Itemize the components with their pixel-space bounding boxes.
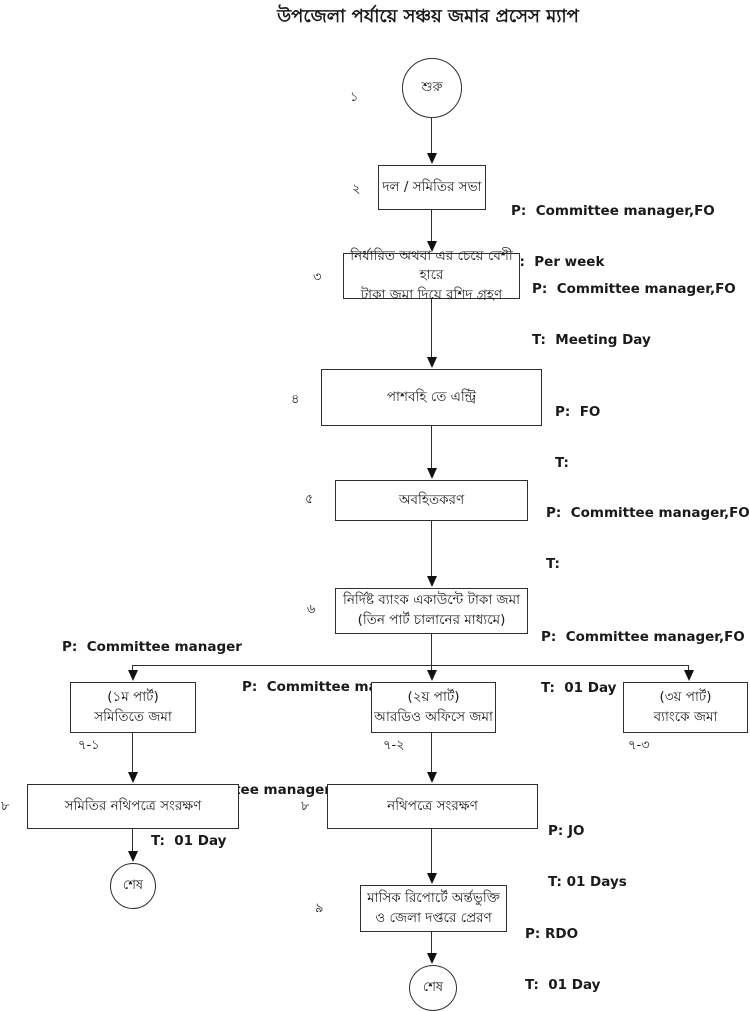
branch-middle-drop-line [431,665,433,673]
archive-office-label: নথিপত্রে সংরক্ষণ [387,797,478,814]
end-bottom-label: শেষ [422,979,444,995]
branch-stem-line [431,634,433,666]
process-box-archive-society: সমিতির নথিপত্রে সংরক্ষণ [27,784,239,829]
arrow-notification-to-bank-line [431,521,433,578]
process-box-bank-deposit: নির্দিষ্ট ব্যাংক একাউন্টে টাকা জমা (তিন … [335,588,528,634]
process-box-notification: অবহিতকরণ [335,480,528,521]
step-number-3: ৩ [313,270,322,285]
branch-right-arrow-head [683,670,694,681]
part1-line1: (১ম পার্ট) [107,688,159,705]
annotation-monthly-report: P: RDO T: 01 Day [525,892,600,1011]
arrow-archive-to-report-head [426,873,437,884]
step-number-7-2: ৭-২ [383,738,405,753]
annotation-deposit-receipt-p: P: Committee manager,FO [532,281,736,297]
annotation-monthly-report-t: T: 01 Day [525,977,601,993]
annotation-bank-deposit-p: P: Committee manager,FO [541,629,745,645]
annotation-part1-t: T: 01 Day [151,833,227,849]
annotation-bank-deposit: P: Committee manager,FO T: 01 Day [541,595,745,731]
branch-left-arrow-head [127,670,138,681]
end-node-left: শেষ [110,863,156,909]
branch-horizontal-line [132,665,689,667]
page-title: উপজেলা পর্যায়ে সঞ্চয় জমার প্রসেস ম্যাপ [277,6,579,27]
part2-line1: (২য় পার্ট) [407,688,460,705]
arrow-start-to-meeting-line [431,118,433,156]
meeting-label: দল / সমিতির সভা [382,178,482,195]
step-number-9: ৯ [315,901,324,916]
annotation-branch-left: P: Committee manager [62,639,242,655]
arrow-passbook-to-notification-line [431,426,433,470]
annotation-notification-t: T: [546,556,560,572]
part2-line2: আরডিও অফিসে জমা [374,708,493,725]
step-number-7-3: ৭-৩ [628,738,650,753]
annotation-notification-p: P: Committee manager,FO [546,505,750,521]
step-number-6: ৬ [307,602,316,617]
annotation-archive-office: P: JO T: 01 Days [548,789,627,925]
passbook-entry-label: পাশবহি তে এন্ট্রি [386,388,477,405]
start-label: শুরু [421,79,443,95]
arrow-part1-to-archive-line [132,733,134,774]
annotation-passbook-entry-p: P: FO [555,404,601,420]
arrow-notification-to-bank-head [426,576,437,587]
step-number-7-1: ৭-১ [78,738,100,753]
archive-society-label: সমিতির নথিপত্রে সংরক্ষণ [64,797,202,814]
arrow-receipt-to-passbook-head [426,357,437,368]
branch-right-drop-line [688,665,690,673]
start-node: শুরু [402,58,462,118]
annotation-notification: P: Committee manager,FO T: [546,471,750,607]
arrow-part2-to-archive-head [426,772,437,783]
annotation-passbook-entry: P: FO T: [555,370,600,506]
arrow-report-to-end-line [431,932,433,955]
process-box-meeting: দল / সমিতির সভা [378,165,486,210]
arrow-archive-to-report-line [431,829,433,874]
step-number-5: ৫ [305,492,314,507]
bank-deposit-line2: (তিন পার্ট চালানের মাধ্যমে) [357,612,506,628]
branch-left-drop-line [132,665,134,673]
step-number-4: ৪ [291,392,300,407]
part3-line1: (৩য় পার্ট) [659,688,712,705]
arrow-meeting-to-receipt-head [426,241,437,252]
deposit-receipt-line1: নির্ধারিত অথবা এর চেয়ে বেশী হারে [350,247,513,284]
process-box-monthly-report: মাসিক রিপোর্টে অর্ন্তভুক্তি ও জেলা দপ্তর… [360,885,507,932]
deposit-receipt-line2: টাকা জমা দিয়ে রশিদ গ্রহণ [360,286,503,303]
monthly-report-line2: ও জেলা দপ্তরে প্রেরণ [375,909,492,926]
part3-line2: ব্যাংকে জমা [653,708,718,725]
arrow-archive-to-end-left-line [132,829,134,853]
step-number-2: ২ [352,182,361,197]
annotation-archive-office-t: T: 01 Days [548,874,627,890]
annotation-archive-office-p: P: JO [548,823,585,839]
arrow-meeting-to-receipt-line [431,210,433,243]
process-box-deposit-receipt: নির্ধারিত অথবা এর চেয়ে বেশী হারে টাকা জ… [343,248,520,303]
process-box-archive-office: নথিপত্রে সংরক্ষণ [327,784,538,829]
arrow-passbook-to-notification-head [426,468,437,479]
process-box-passbook-entry: পাশবহি তে এন্ট্রি [321,369,542,426]
annotation-monthly-report-p: P: RDO [525,926,579,942]
annotation-deposit-receipt-t: T: Meeting Day [532,332,651,348]
process-box-part1: (১ম পার্ট) সমিতিতে জমা [70,682,196,733]
arrow-report-to-end-head [426,953,437,964]
step-number-8-left: ৮ [1,799,10,814]
process-box-part3: (৩য় পার্ট) ব্যাংকে জমা [623,682,748,733]
process-box-part2: (২য় পার্ট) আরডিও অফিসে জমা [371,682,496,733]
step-number-1: ১ [350,90,359,105]
annotation-passbook-entry-t: T: [555,455,569,471]
notification-label: অবহিতকরণ [398,491,465,508]
annotation-meeting-p: P: Committee manager,FO [511,203,715,219]
arrow-archive-to-end-left-head [127,851,138,862]
monthly-report-line1: মাসিক রিপোর্টে অর্ন্তভুক্তি [367,889,500,906]
annotation-deposit-receipt: P: Committee manager,FO T: Meeting Day [532,247,736,383]
arrow-start-to-meeting-head [426,153,437,164]
arrow-part1-to-archive-head [127,772,138,783]
arrow-part2-to-archive-line [431,733,433,774]
annotation-bank-deposit-t: T: 01 Day [541,680,617,696]
branch-middle-arrow-head [426,670,437,681]
part1-line2: সমিতিতে জমা [94,708,172,725]
bank-deposit-line1: নির্দিষ্ট ব্যাংক একাউন্টে টাকা জমা [342,592,521,609]
end-node-bottom: শেষ [409,965,457,1011]
arrow-receipt-to-passbook-line [431,299,433,359]
step-number-8-middle: ৮ [301,799,310,814]
end-left-label: শেষ [122,877,144,893]
